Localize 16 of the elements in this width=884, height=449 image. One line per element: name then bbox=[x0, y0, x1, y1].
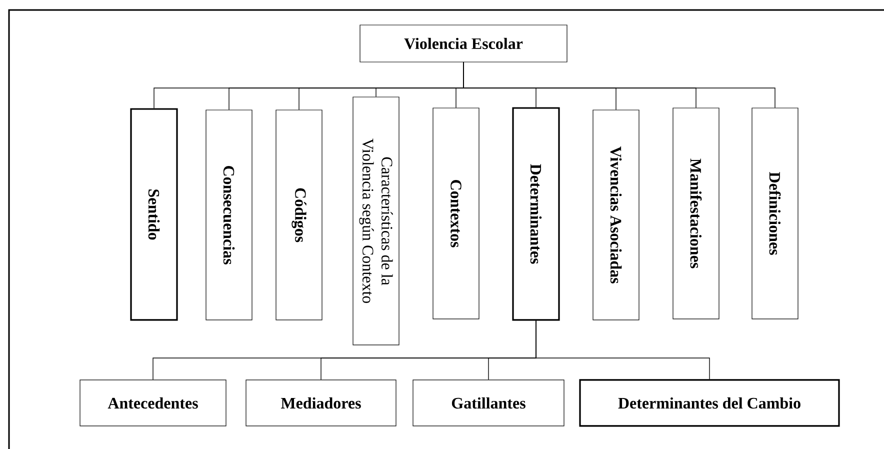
category-box: Mediadores bbox=[246, 380, 396, 426]
category-box: Contextos bbox=[432, 108, 480, 320]
connector-line bbox=[463, 62, 776, 108]
category-box: Manifestaciones bbox=[672, 108, 720, 320]
category-box: Códigos bbox=[276, 110, 322, 320]
category-box: Determinantes del Cambio bbox=[579, 379, 840, 427]
category-box: Violencia Escolar bbox=[360, 24, 568, 62]
category-box: Gatillantes bbox=[412, 380, 564, 426]
category-box: Consecuencias bbox=[206, 110, 252, 320]
category-box: Definiciones bbox=[752, 108, 798, 320]
category-box: Sentido bbox=[130, 108, 178, 321]
category-box: Vivencias Asociadas bbox=[592, 110, 640, 320]
category-box: Antecedentes bbox=[80, 380, 226, 426]
connector-line bbox=[536, 320, 710, 380]
category-box: Determinantes bbox=[512, 107, 560, 321]
category-box: Características de la Violencia según Contexto bbox=[352, 96, 400, 346]
